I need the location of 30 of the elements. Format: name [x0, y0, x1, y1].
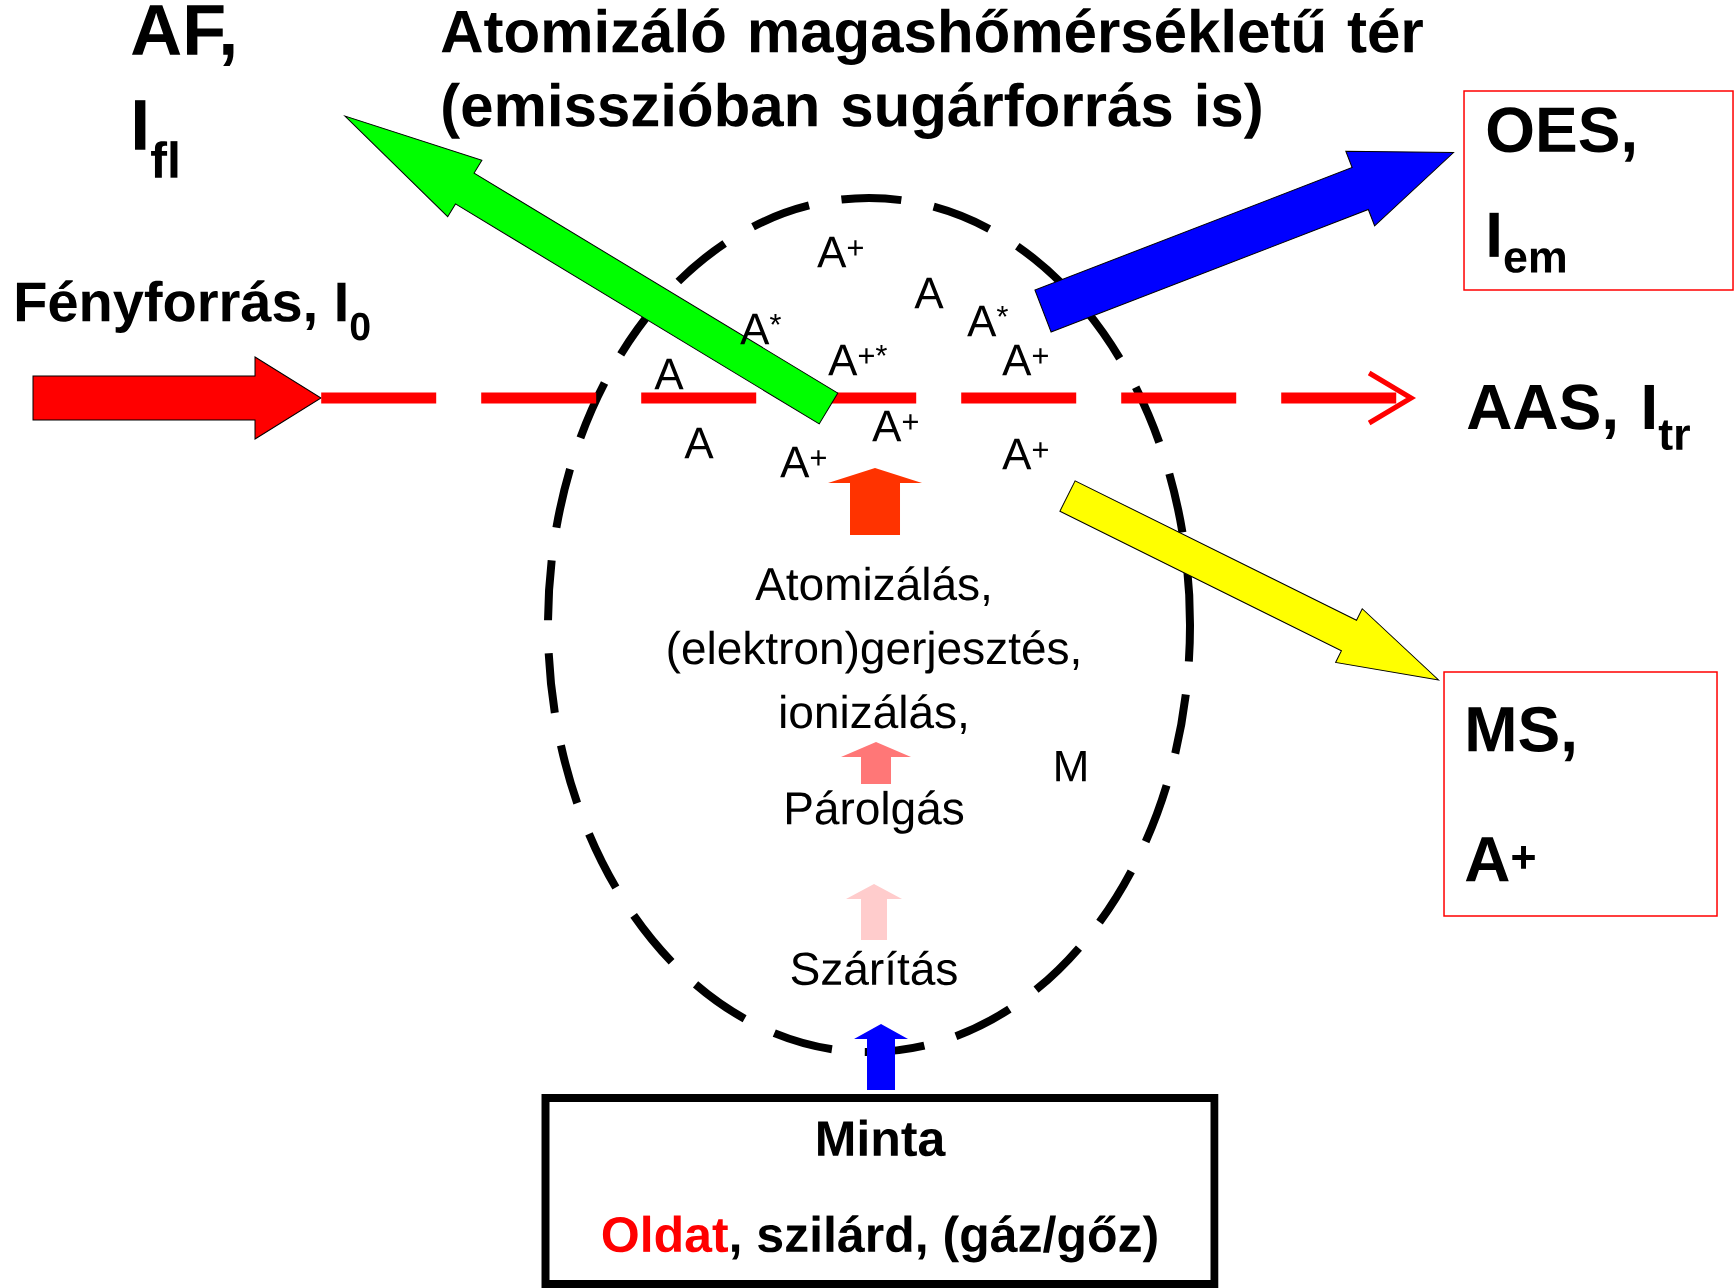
- species-label: A: [654, 358, 684, 390]
- species-label: M: [1056, 750, 1086, 782]
- block-arrow: [1059, 480, 1439, 681]
- process-step: Atomizálás, (elektron)gerjesztés, ionizálás,: [668, 566, 1079, 734]
- species-label: A$^{+}$: [872, 410, 918, 442]
- species-label: A$^{+}$: [1002, 438, 1048, 470]
- heading: Atomizáló magashőmérsékletű tér (emisszióban sugárforrás is): [441, 8, 1423, 139]
- block-arrow: [828, 468, 922, 535]
- species-label: A$^{*}$: [967, 305, 1008, 337]
- species-label: A: [684, 427, 714, 459]
- light-beam-arrow: [321, 370, 1416, 426]
- process-step: Szárítás: [791, 950, 957, 986]
- species-label: A$^{+}$: [817, 236, 863, 268]
- method-label: AAS, I$_{tr}$: [1467, 384, 1690, 451]
- block-arrow: [344, 115, 839, 425]
- process-step: Párolgás: [787, 790, 964, 834]
- species-label: A$^{*}$: [740, 313, 781, 345]
- result-box: MS, A$^{+}$: [1443, 671, 1718, 917]
- species-label: A$^{+}$: [780, 446, 826, 478]
- source-label: Fényforrás, I$_{0}$: [16, 280, 370, 341]
- block-arrow: [846, 884, 902, 940]
- block-arrow: [854, 1024, 908, 1090]
- block-arrow: [1034, 150, 1454, 333]
- method-label: AF, I$_{fl}$: [132, 5, 234, 178]
- species-label: A: [914, 277, 944, 309]
- species-label: A$^{+}$: [1002, 344, 1048, 376]
- sample-box: Minta Oldat, szilárd, (gáz/gőz): [541, 1094, 1219, 1288]
- species-label: A$^{+*}$: [828, 344, 887, 376]
- block-arrow: [841, 742, 911, 784]
- result-box: OES, I$_{em}$: [1463, 90, 1734, 291]
